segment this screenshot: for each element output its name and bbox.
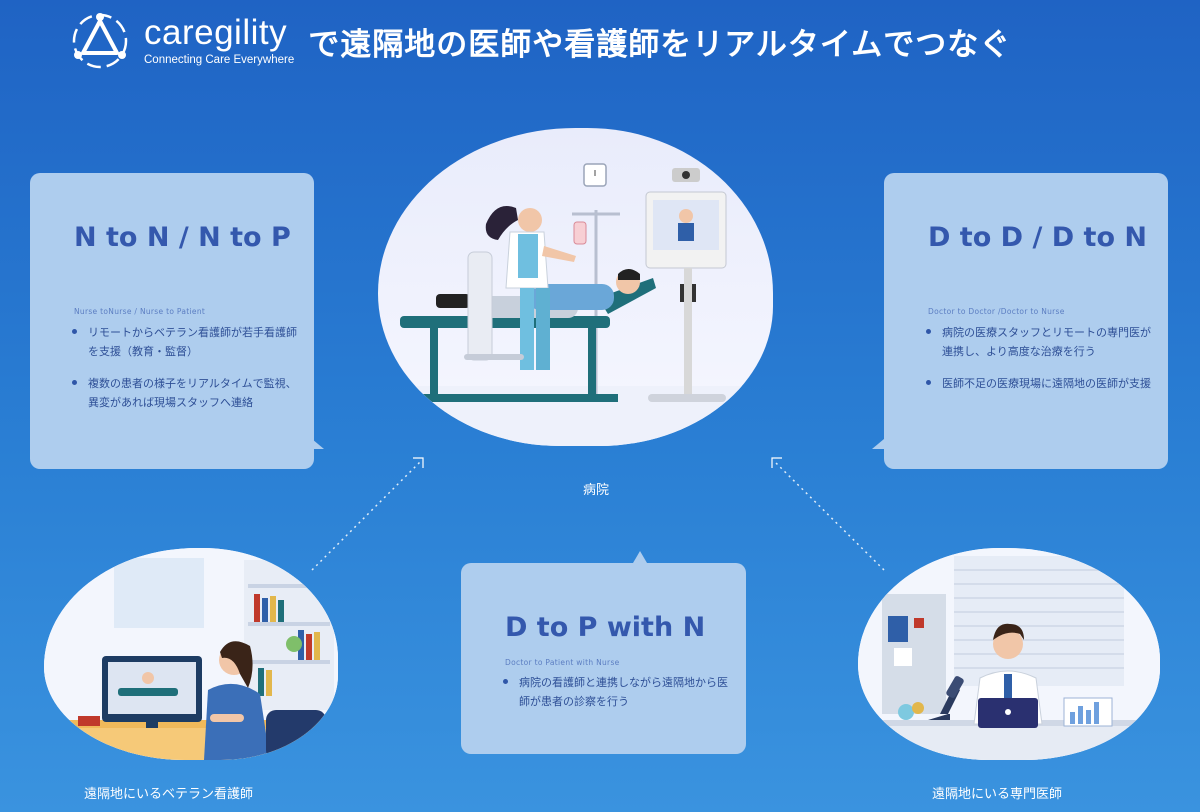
brand-tagline: Connecting Care Everywhere bbox=[144, 53, 295, 66]
headline: で遠隔地の医師や看護師をリアルタイムでつなぐ bbox=[308, 26, 1012, 63]
card-bullet-list: 病院の看護師と連携しながら遠隔地から医師が患者の診察を行う bbox=[501, 673, 737, 724]
card-d-to-p-with-n: D to P with N Doctor to Patient with Nur… bbox=[461, 551, 746, 754]
remote-doctor-illustration bbox=[858, 548, 1160, 760]
card-title: N to N / N to P bbox=[74, 222, 291, 253]
card-subtitle: Nurse toNurse / Nurse to Patient bbox=[74, 307, 206, 316]
card-pointer bbox=[872, 439, 884, 449]
remote-doctor-scene-icon bbox=[858, 548, 1160, 760]
card-bullet: リモートからベテラン看護師が若手看護師を支援（教育・監督） bbox=[70, 323, 300, 361]
hospital-label: 病院 bbox=[583, 483, 610, 498]
card-bullet-list: リモートからベテラン看護師が若手看護師を支援（教育・監督） 複数の患者の様子をリ… bbox=[70, 323, 300, 425]
card-subtitle: Doctor to Patient with Nurse bbox=[505, 658, 620, 667]
card-bullet: 病院の医療スタッフとリモートの専門医が連携し、より高度な治療を行う bbox=[924, 323, 1152, 361]
remote-nurse-label: 遠隔地にいるベテラン看護師 bbox=[84, 787, 254, 802]
hospital-illustration bbox=[378, 128, 773, 446]
card-pointer bbox=[633, 551, 647, 563]
card-title: D to P with N bbox=[505, 612, 706, 643]
card-bullet: 病院の看護師と連携しながら遠隔地から医師が患者の診察を行う bbox=[501, 673, 737, 711]
card-title: D to D / D to N bbox=[928, 222, 1148, 253]
card-subtitle: Doctor to Doctor /Doctor to Nurse bbox=[928, 307, 1065, 316]
card-pointer bbox=[312, 439, 324, 449]
brand: caregility Connecting Care Everywhere bbox=[144, 12, 295, 68]
header: caregility Connecting Care Everywhere で遠… bbox=[70, 6, 1011, 76]
hospital-scene-icon bbox=[378, 163, 773, 446]
remote-doctor-label: 遠隔地にいる専門医師 bbox=[932, 787, 1063, 802]
remote-nurse-scene-icon bbox=[44, 548, 338, 760]
card-bullet: 複数の患者の様子をリアルタイムで監視、異変があれば現場スタッフへ連絡 bbox=[70, 374, 300, 412]
card-n-to-n: N to N / N to P Nurse toNurse / Nurse to… bbox=[30, 173, 324, 469]
remote-nurse-illustration bbox=[44, 548, 338, 760]
card-d-to-d: D to D / D to N Doctor to Doctor /Doctor… bbox=[872, 173, 1168, 469]
caregility-logo-icon bbox=[72, 13, 128, 69]
card-bullet: 医師不足の医療現場に遠隔地の医師が支援 bbox=[924, 374, 1152, 393]
card-bullet-list: 病院の医療スタッフとリモートの専門医が連携し、より高度な治療を行う 医師不足の医… bbox=[924, 323, 1152, 406]
brand-name: caregility bbox=[144, 12, 288, 52]
